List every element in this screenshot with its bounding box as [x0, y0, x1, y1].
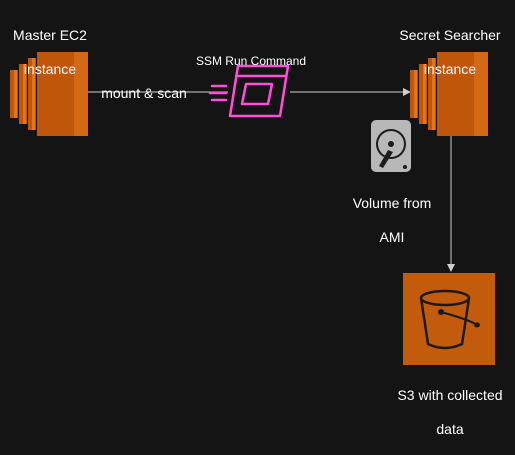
hard-disk-icon — [371, 120, 411, 172]
ssm-run-command-icon — [208, 64, 290, 118]
s3-bucket-label: S3 with collected data — [386, 370, 514, 455]
master-instance-label: Master EC2 instance — [0, 10, 100, 95]
ssm-label-text: SSM Run Command — [195, 54, 307, 68]
s3-bucket-icon — [403, 273, 495, 365]
volume-from-ami-label: Volume from AMI — [344, 178, 440, 263]
ec2-instance-icon — [410, 52, 488, 136]
searcher-label-line1: Secret Searcher — [399, 27, 501, 43]
mount-scan-text: mount & scan — [101, 85, 187, 101]
master-label-line1: Master EC2 — [13, 27, 87, 43]
volume-label-line2: AMI — [379, 229, 405, 245]
searcher-label-line2: instance — [423, 61, 477, 77]
ec2-instance-icon — [10, 52, 88, 136]
diagram-canvas — [10, 52, 495, 365]
master-label-line2: instance — [23, 61, 77, 77]
edge-mount-scan-label: mount & scan — [96, 68, 192, 102]
s3-label-line1: S3 with collected — [397, 387, 503, 403]
ssm-run-command-label: SSM Run Command — [186, 40, 316, 68]
volume-label-line1: Volume from — [352, 195, 432, 211]
searcher-instance-label: Secret Searcher instance — [388, 10, 512, 95]
s3-label-line2: data — [436, 421, 464, 437]
